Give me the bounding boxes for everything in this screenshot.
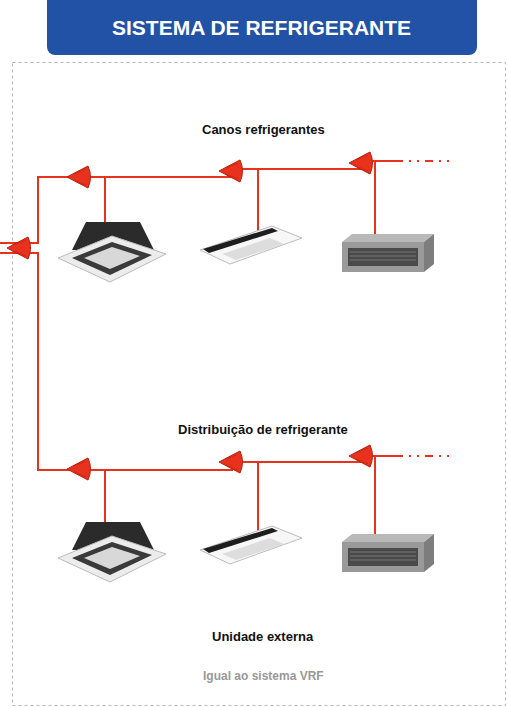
section-label: Distribuição de refrigerante <box>178 422 348 438</box>
refrigerant-pipes <box>0 161 455 538</box>
title-banner <box>47 0 477 55</box>
section-label: Unidade externa <box>212 629 313 645</box>
note-label: Igual ao sistema VRF <box>203 669 324 683</box>
system-frame <box>13 63 506 706</box>
diagram-title: SISTEMA DE REFRIGERANTE <box>112 15 411 40</box>
section-label: Canos refrigerantes <box>202 122 325 138</box>
